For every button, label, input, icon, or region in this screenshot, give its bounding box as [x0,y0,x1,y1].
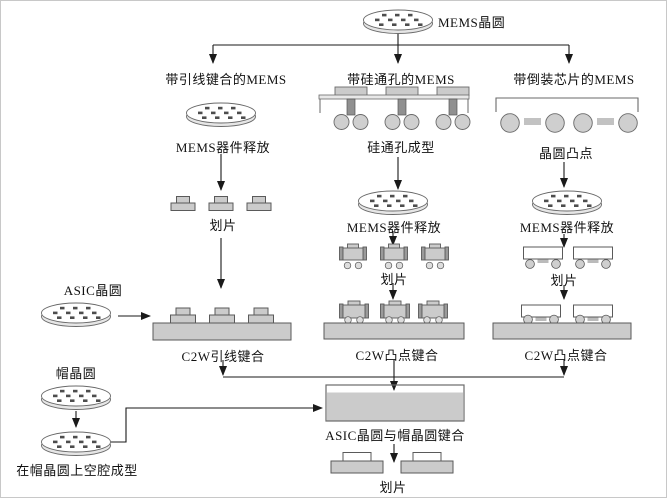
col2-release-wafer-icon [358,190,428,215]
col3-bond-assembly [492,304,632,340]
final-bonded-stack [325,384,465,422]
col3-release-wafer-icon [532,190,602,215]
col3-bump-assembly [495,97,639,133]
cavity-step-label: 在帽晶圆上空腔成型 [16,463,138,478]
connectors [72,34,573,463]
cap-wafer-label: 帽晶圆 [55,366,97,381]
tsv-balls [333,114,471,130]
cap-to-bond-connector [111,404,323,443]
col1-dice-label: 划片 [209,218,237,233]
final-diced-chips [330,452,454,474]
asic-wafer-label: ASIC晶圆 [63,283,123,298]
final-dice-label: 划片 [379,480,407,495]
col2-tsv-label: 硅通孔成型 [367,140,435,155]
col3-diced-chips [523,246,613,269]
col2-bond-label: C2W凸点键合 [355,348,439,363]
col3-dice-label: 划片 [550,273,578,288]
col1-release-label: MEMS器件释放 [175,140,271,155]
cap-wafer-cavity-icon [41,431,111,456]
mems-wafer-label: MEMS晶圆 [438,15,506,30]
col3-bond-label: C2W凸点键合 [524,348,608,363]
col1-diced-chips [170,196,272,211]
col2-header-label: 带硅通孔的MEMS [347,72,455,87]
col1-header-label: 带引线键合的MEMS [165,72,287,87]
col2-dice-label: 划片 [380,272,408,287]
final-bond-label: ASIC晶圆与帽晶圆键合 [325,428,465,443]
tsv-vias [346,98,458,116]
mems-wafer-icon [363,9,433,34]
col1-release-wafer-icon [186,102,256,127]
col1-carrier-board [152,322,292,341]
col2-bond-assembly [323,300,465,340]
col2-diced-chips [339,243,449,270]
col2-carrier-board [323,322,465,340]
col1-bond-assembly [152,307,292,341]
col2-release-label: MEMS器件释放 [346,220,442,235]
col3-bump-label: 晶圆凸点 [538,146,594,161]
asic-wafer-icon [41,302,111,327]
col3-header-label: 带倒装芯片的MEMS [513,72,635,87]
col1-bond-label: C2W引线键合 [181,349,265,364]
cap-wafer-icon [41,385,111,410]
col3-carrier-board [492,322,632,340]
col3-release-label: MEMS器件释放 [519,220,615,235]
col2-tsv-assembly [318,86,471,130]
